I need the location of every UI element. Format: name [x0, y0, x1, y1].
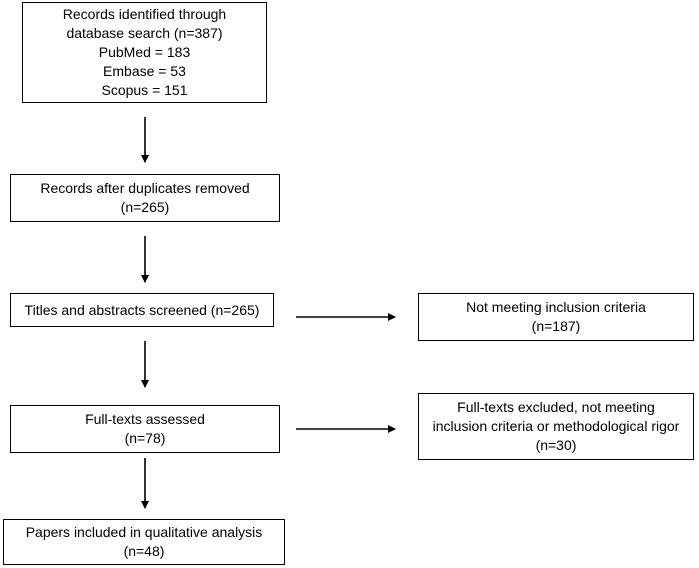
duplicates-removed-box: Records after duplicates removed (n=265)	[10, 174, 280, 222]
records-identified-scopus: Scopus = 151	[101, 82, 188, 98]
screened-box: Titles and abstracts screened (n=265)	[10, 293, 274, 327]
excluded-screening-count: (n=187)	[531, 318, 581, 334]
fulltext-excluded-line-1: Full-texts excluded, not meeting	[457, 399, 655, 415]
records-identified-embase: Embase = 53	[103, 63, 186, 79]
records-identified-line-2: database search (n=387)	[66, 25, 223, 41]
excluded-screening-box: Not meeting inclusion criteria (n=187)	[418, 293, 694, 341]
records-identified-pubmed: PubMed = 183	[98, 44, 191, 60]
excluded-screening-label: Not meeting inclusion criteria	[466, 299, 646, 315]
papers-included-count: (n=48)	[123, 543, 165, 559]
fulltext-excluded-box: Full-texts excluded, not meeting inclusi…	[418, 393, 694, 460]
screened-label: Titles and abstracts screened (n=265)	[24, 301, 260, 318]
fulltext-assessed-box: Full-texts assessed (n=78)	[10, 405, 280, 453]
fulltext-excluded-line-2: inclusion criteria or methodological rig…	[432, 418, 680, 434]
duplicates-removed-label: Records after duplicates removed	[40, 180, 250, 196]
papers-included-box: Papers included in qualitative analysis …	[3, 519, 285, 565]
fulltext-assessed-count: (n=78)	[124, 430, 166, 446]
fulltext-excluded-count: (n=30)	[535, 437, 577, 453]
fulltext-assessed-label: Full-texts assessed	[85, 411, 205, 427]
duplicates-removed-count: (n=265)	[120, 199, 170, 215]
records-identified-box: Records identified through database sear…	[22, 2, 267, 103]
papers-included-label: Papers included in qualitative analysis	[25, 524, 263, 540]
records-identified-line-1: Records identified through	[62, 6, 227, 22]
